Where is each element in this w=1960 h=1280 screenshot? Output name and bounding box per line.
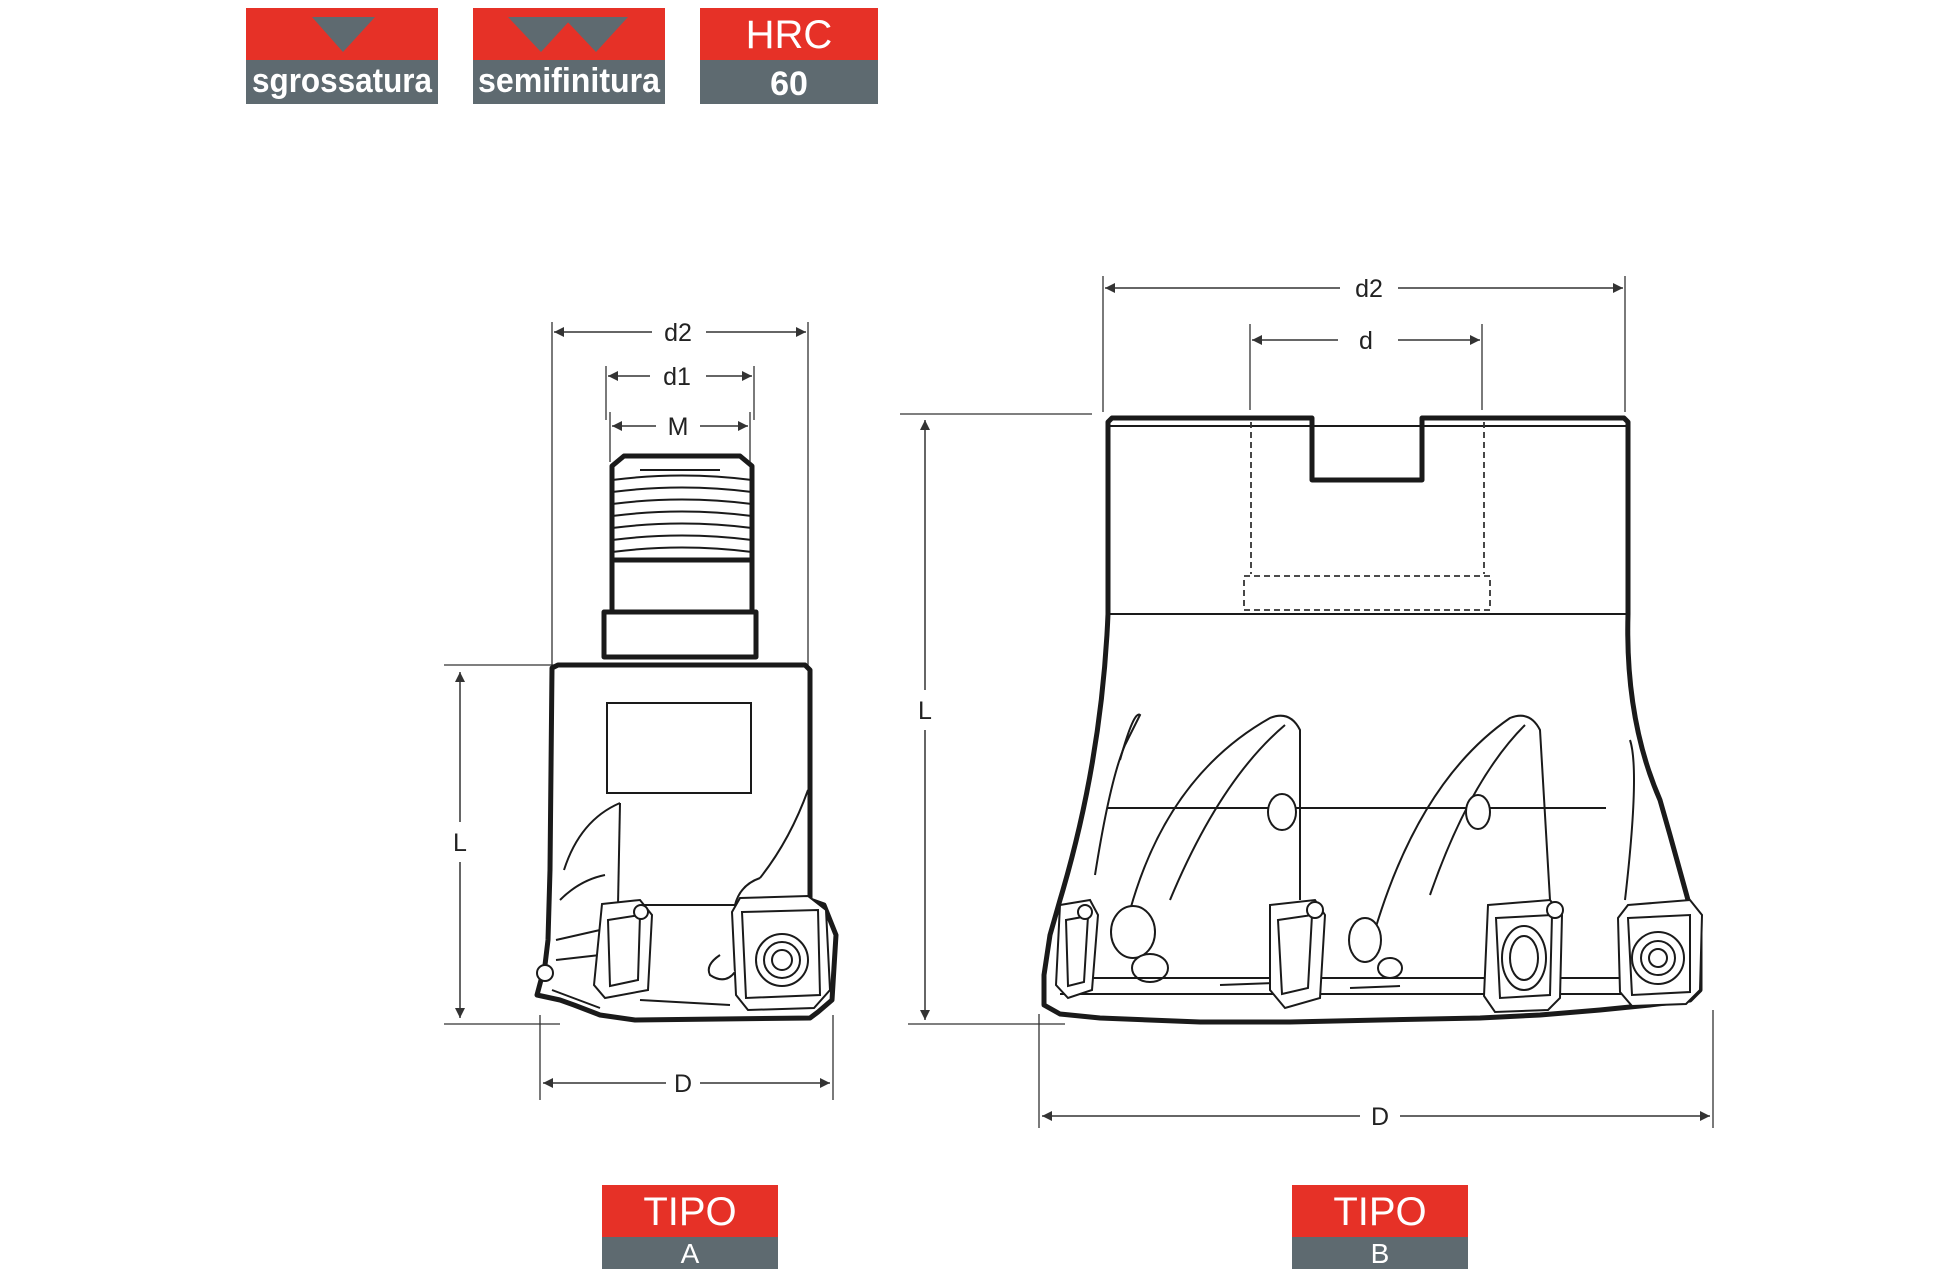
svg-text:d: d	[1359, 327, 1373, 355]
badge-hardness-title: HRC	[746, 13, 833, 57]
label-type-b-letter: B	[1371, 1238, 1390, 1269]
badge-semifinishing: semifinitura	[473, 8, 665, 104]
insert-b-2	[1269, 898, 1327, 1010]
dim-b-D: D	[1042, 1103, 1710, 1131]
insert-b-3	[1482, 898, 1564, 1014]
tool-type-b: d2 d L D	[900, 275, 1714, 1131]
svg-text:d2: d2	[664, 319, 692, 347]
insert-a-right	[707, 894, 832, 1012]
label-plate	[606, 702, 752, 794]
insert-a-left	[592, 898, 654, 1000]
badge-semifinishing-label: semifinitura	[478, 62, 661, 100]
badge-hardness-value: 60	[770, 65, 808, 103]
label-type-b-title: TIPO	[1333, 1190, 1426, 1234]
badge-roughing-label: sgrossatura	[252, 62, 433, 100]
dim-a-d2: d2	[554, 319, 806, 347]
svg-text:D: D	[1371, 1103, 1389, 1131]
dim-b-d: d	[1252, 327, 1480, 355]
dim-b-d2: d2	[1105, 275, 1623, 303]
dim-a-D: D	[543, 1070, 830, 1098]
svg-text:L: L	[453, 829, 467, 857]
svg-text:d2: d2	[1355, 275, 1383, 303]
label-type-a-title: TIPO	[643, 1190, 736, 1234]
dim-b-L: L	[918, 420, 932, 1020]
svg-text:L: L	[918, 697, 932, 725]
svg-text:d1: d1	[663, 363, 691, 391]
insert-b-4	[1616, 898, 1704, 1008]
tool-type-a: d2 d1 M L D	[444, 319, 839, 1100]
double-triangle-icon	[508, 17, 628, 52]
label-type-a-letter: A	[681, 1238, 700, 1269]
badge-roughing: sgrossatura	[246, 8, 438, 104]
label-type-a: TIPO A	[602, 1185, 778, 1269]
insert-b-1	[1054, 898, 1100, 1000]
dim-a-M: M	[612, 413, 748, 441]
svg-text:M: M	[668, 413, 689, 441]
label-type-b: TIPO B	[1292, 1185, 1468, 1269]
svg-text:D: D	[674, 1070, 692, 1098]
dim-a-d1: d1	[608, 363, 752, 391]
dim-a-L: L	[453, 672, 467, 1018]
badge-hardness: HRC 60	[700, 8, 878, 104]
threaded-shank	[601, 453, 759, 660]
cutter-body-b	[1041, 415, 1703, 1025]
single-triangle-icon	[312, 17, 375, 52]
